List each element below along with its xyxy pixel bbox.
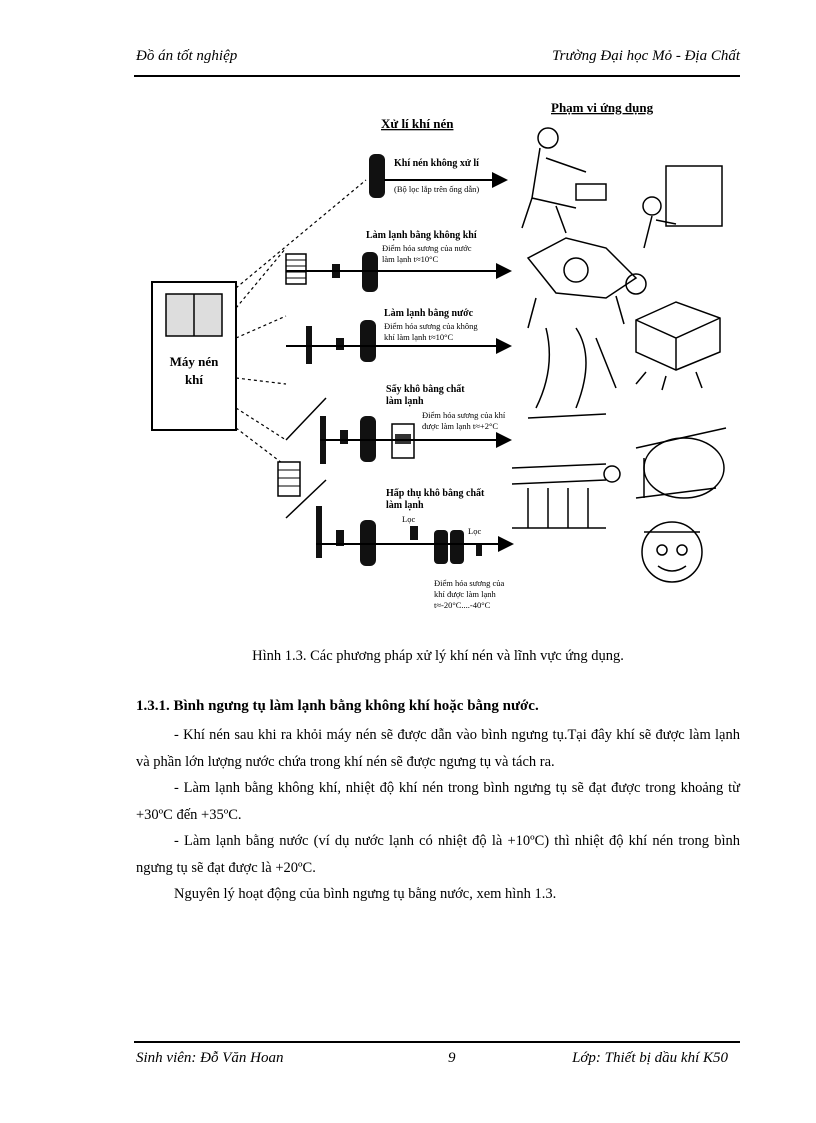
- method-4-note-1: Điểm hóa sương của khí: [422, 410, 506, 420]
- method-5-note-3: t≈-20°C....-40°C: [434, 600, 491, 610]
- filter-1-label: Lọc: [402, 514, 415, 524]
- app-fluid-hoses: [528, 328, 616, 418]
- col-process-label: Xử lí khí nén: [381, 116, 454, 131]
- method-4-title: Sấy khô bằng chất: [386, 384, 465, 395]
- header-university: Trường Đại học Mỏ - Địa Chất: [552, 48, 740, 65]
- app-pipework: [512, 464, 620, 528]
- app-textile-rollers: [636, 428, 726, 498]
- compressor-box: Máy nén khí: [152, 282, 236, 430]
- app-packaging: [636, 302, 720, 390]
- page-header: Đồ án tốt nghiệp Trường Đại học Mỏ - Địa…: [136, 48, 740, 70]
- method-3-note-2: khí làm lạnh t≈10°C: [384, 332, 454, 342]
- method-5-title-2: làm lạnh: [386, 500, 424, 511]
- footer-rule: [134, 1041, 740, 1043]
- method-row-2: Làm lạnh bằng không khí Điểm hóa sương c…: [286, 230, 510, 292]
- method-3-note-1: Điểm hóa sương của không: [384, 321, 478, 331]
- figure-compressed-air-treatment: Xử lí khí nén Phạm vi ứng dụng Máy nén k…: [136, 88, 740, 628]
- method-5-note-2: khí được làm lạnh: [434, 589, 496, 599]
- method-2-note-2: làm lạnh t≈10°C: [382, 254, 439, 264]
- method-5-title: Hấp thụ khô bằng chất: [386, 488, 485, 499]
- method-row-5: Hấp thụ khô bằng chất làm lạnh Lọc Lọc Đ…: [278, 462, 512, 610]
- method-1-note: (Bộ lọc lắp trên ống dẫn): [394, 184, 479, 194]
- app-machinery: [528, 238, 646, 328]
- compressor-label-2: khí: [185, 372, 203, 387]
- application-illustrations: [512, 128, 726, 582]
- method-4-title-2: làm lạnh: [386, 396, 424, 407]
- footer-class: Lớp: Thiết bị dầu khí K50: [572, 1050, 728, 1067]
- method-4-note-2: được làm lạnh t≈+2°C: [422, 421, 498, 431]
- header-rule: [134, 75, 740, 77]
- paragraph: - Làm lạnh bằng nước (ví dụ nước lạnh có…: [136, 828, 740, 881]
- compressor-label-1: Máy nén: [170, 354, 220, 369]
- paragraph: - Làm lạnh bằng không khí, nhiệt độ khí …: [136, 775, 740, 828]
- diagram: Xử lí khí nén Phạm vi ứng dụng Máy nén k…: [136, 88, 740, 628]
- method-3-title: Làm lạnh bằng nước: [384, 308, 474, 319]
- body-text: - Khí nén sau khi ra khỏi máy nén sẽ đượ…: [136, 722, 740, 908]
- paragraph: - Khí nén sau khi ra khỏi máy nén sẽ đượ…: [136, 722, 740, 775]
- method-1-title: Khí nén không xử lí: [394, 158, 479, 169]
- page-footer: Sinh viên: Đỗ Văn Hoan 9 Lớp: Thiết bị d…: [136, 1050, 740, 1072]
- col-apps-label: Phạm vi ứng dụng: [551, 100, 654, 115]
- footer-student: Sinh viên: Đỗ Văn Hoan: [136, 1050, 283, 1067]
- method-5-note-1: Điểm hóa sương của: [434, 578, 504, 588]
- method-row-1: Khí nén không xử lí (Bộ lọc lắp trên ống…: [369, 154, 506, 198]
- fan-lines: [236, 180, 366, 466]
- method-2-title: Làm lạnh bằng không khí: [366, 230, 477, 241]
- section-heading: 1.3.1. Bình ngưng tụ làm lạnh bằng không…: [136, 698, 539, 715]
- figure-caption: Hình 1.3. Các phương pháp xử lý khí nén …: [136, 648, 740, 665]
- app-breathing-mask: [642, 522, 702, 582]
- paragraph: Nguyên lý hoạt động của bình ngưng tụ bằ…: [136, 881, 740, 908]
- app-worker-assembly: [522, 128, 606, 233]
- filter-2-label: Lọc: [468, 526, 481, 536]
- page-number: 9: [448, 1050, 456, 1067]
- method-2-note-1: Điểm hóa sương của nước: [382, 243, 472, 253]
- method-row-3: Làm lạnh bằng nước Điểm hóa sương của kh…: [286, 308, 510, 364]
- app-control-panel: [643, 166, 722, 248]
- header-thesis-title: Đồ án tốt nghiệp: [136, 48, 237, 65]
- method-row-4: Sấy khô bằng chất làm lạnh Điểm hóa sươn…: [286, 384, 510, 464]
